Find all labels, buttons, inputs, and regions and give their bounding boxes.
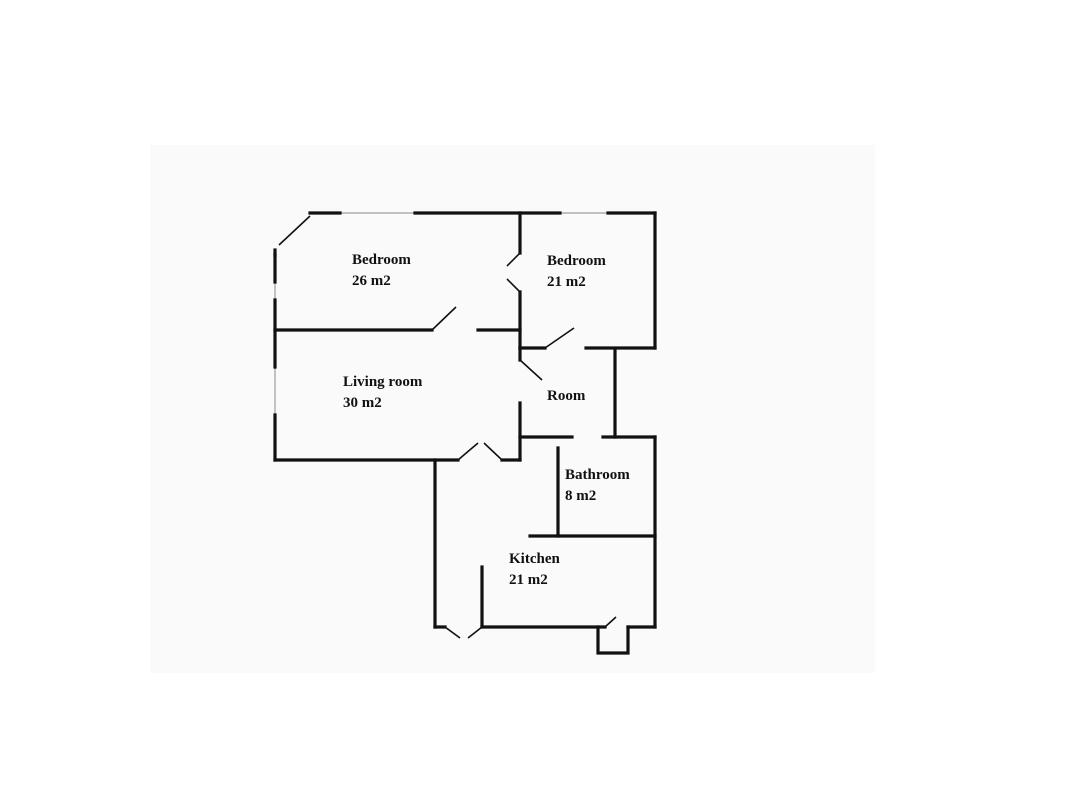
- room-label-bedroom-1: Bedroom 26 m2: [352, 250, 411, 292]
- room-name: Bedroom: [352, 252, 411, 268]
- room-label-bedroom-2: Bedroom 21 m2: [547, 251, 606, 293]
- room-label-living-room: Living room 30 m2: [343, 372, 422, 414]
- room-area: 30 m2: [343, 395, 382, 411]
- room-label-kitchen: Kitchen 21 m2: [509, 549, 560, 591]
- plan-background: [150, 145, 875, 673]
- room-area: 8 m2: [565, 488, 597, 504]
- room-name: Room: [547, 388, 586, 404]
- room-area: 21 m2: [509, 572, 548, 588]
- walls: [273, 211, 657, 655]
- room-name: Bedroom: [547, 253, 606, 269]
- room-area: 26 m2: [352, 273, 391, 289]
- room-label-bathroom: Bathroom 8 m2: [565, 465, 630, 507]
- room-name: Living room: [343, 374, 423, 390]
- room-name: Bathroom: [565, 467, 630, 483]
- doors: [431, 252, 617, 639]
- room-label-room: Room: [547, 386, 585, 407]
- room-name: Kitchen: [509, 551, 560, 567]
- windows: [274, 212, 608, 415]
- room-area: 21 m2: [547, 274, 586, 290]
